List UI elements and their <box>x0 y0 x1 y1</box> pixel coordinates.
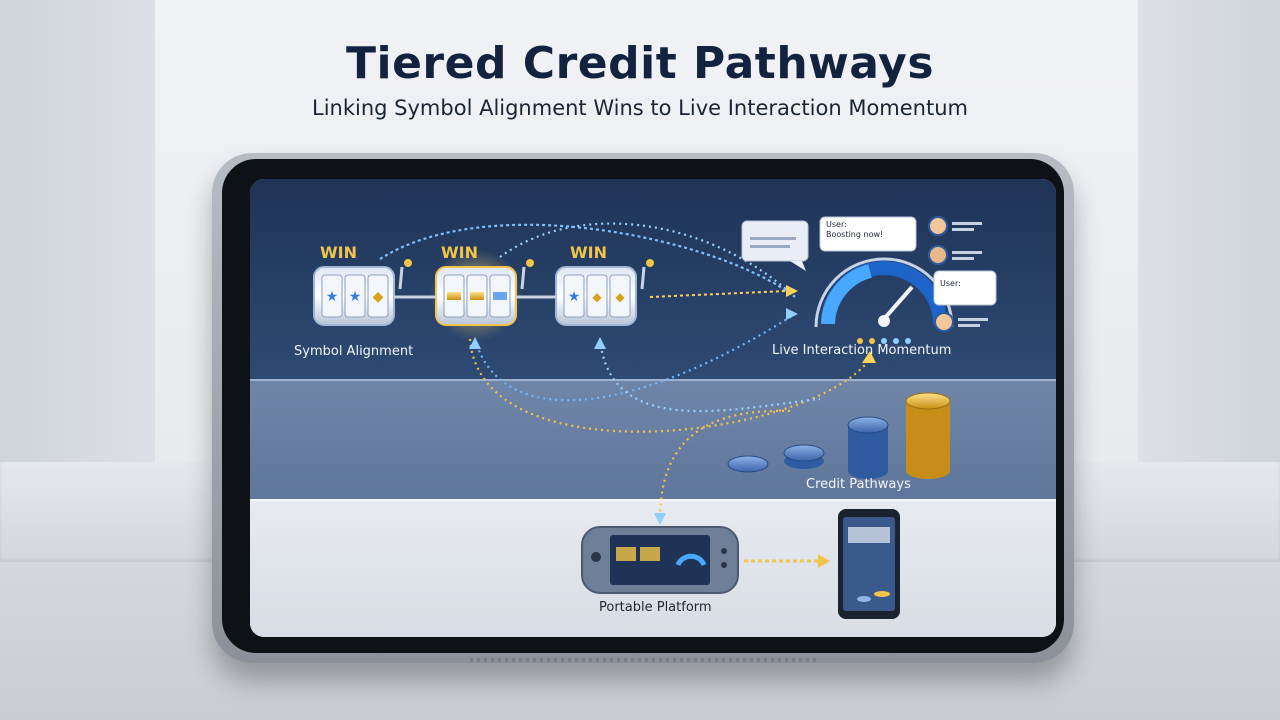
win-label-2: WIN <box>441 243 478 262</box>
flow-line-mid <box>598 338 821 413</box>
chat-user-name: User: <box>940 279 961 288</box>
symbol-alignment-label: Symbol Alignment <box>294 344 414 359</box>
live-momentum-label: Live Interaction Momentum <box>772 343 952 358</box>
chat-message: Boosting now! <box>826 230 884 239</box>
flow-line-down <box>658 409 791 520</box>
flow-line-gold <box>468 338 871 433</box>
slot-reel-icon: ★ ★ ◆ <box>313 259 412 326</box>
tablet-screen: ★ ★ ◆ <box>250 179 1056 637</box>
credit-pathways-label: Credit Pathways <box>806 477 911 492</box>
portable-platform-label: Portable Platform <box>599 600 712 615</box>
svg-text:★: ★ <box>349 288 362 304</box>
svg-text:◆: ◆ <box>592 290 602 304</box>
chat-bubble-text: User: Boosting now! <box>826 220 912 240</box>
arrow-icon <box>818 554 830 568</box>
svg-text:◆: ◆ <box>615 290 625 304</box>
tablet-device: ★ ★ ◆ <box>212 153 1074 663</box>
svg-text:★: ★ <box>568 288 581 304</box>
slot-reel-icon: ★ ◆ ◆ <box>555 259 654 326</box>
avatar-icon <box>928 216 988 332</box>
handheld-console-icon <box>581 526 739 594</box>
diagram-graphics: ★ ★ ◆ <box>313 216 997 619</box>
tablet-speaker-grille <box>470 658 816 662</box>
svg-text:★: ★ <box>326 288 339 304</box>
slot-reel-icon <box>435 259 534 326</box>
chat-user-name: User: <box>826 220 847 229</box>
coin-stack-icon <box>727 392 951 479</box>
tablet-bezel: ★ ★ ◆ <box>222 159 1064 653</box>
flow-line-lower <box>473 313 796 402</box>
flow-lines <box>379 222 871 520</box>
svg-text:◆: ◆ <box>373 288 384 304</box>
speedometer-icon <box>814 257 954 344</box>
page-title: Tiered Credit Pathways <box>345 38 935 89</box>
page-subtitle: Linking Symbol Alignment Wins to Live In… <box>312 96 968 120</box>
arrow-icon <box>469 285 876 525</box>
flow-line-upper <box>379 223 796 298</box>
win-label-1: WIN <box>320 243 357 262</box>
chat-bubble-icon <box>741 216 997 306</box>
background-wall-right <box>1138 0 1280 470</box>
background-wall-left <box>0 0 155 470</box>
win-label-3: WIN <box>570 243 607 262</box>
smartphone-icon <box>838 509 900 619</box>
